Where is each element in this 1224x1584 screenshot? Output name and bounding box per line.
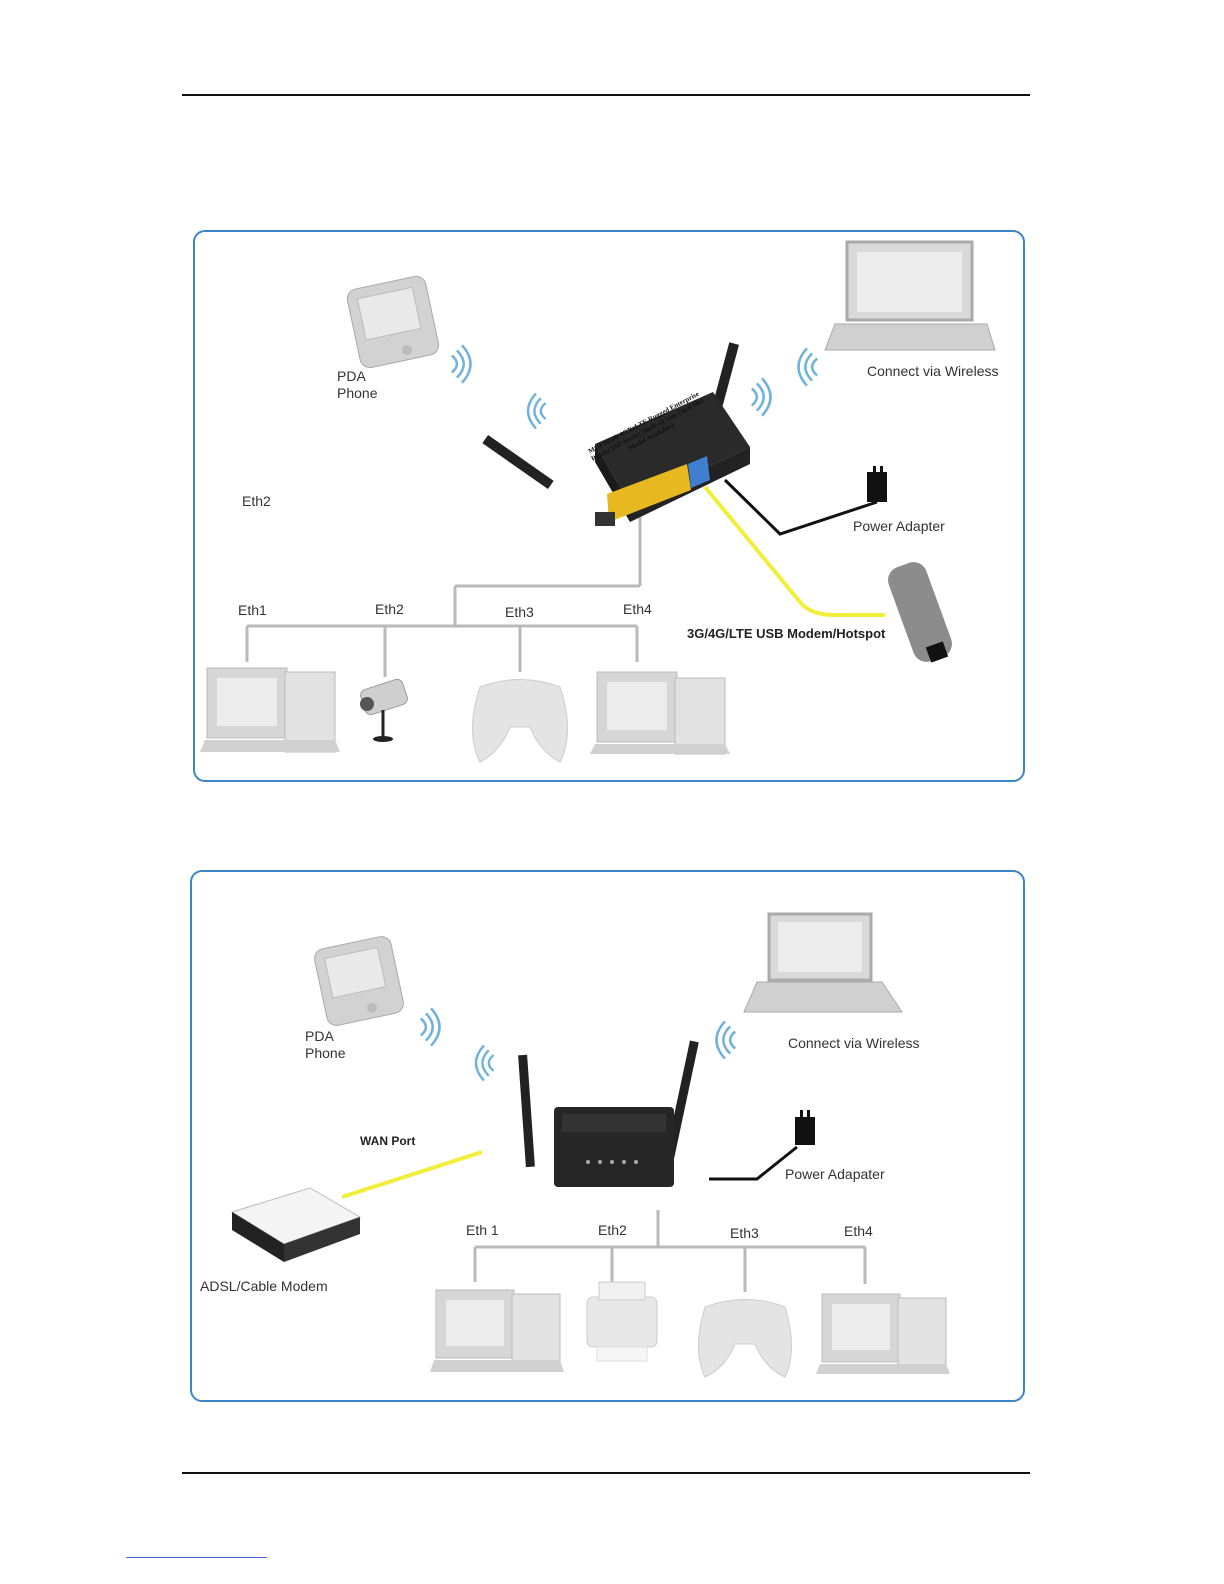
- power-adapter-label: Power Adapter: [853, 518, 945, 535]
- wireless-label: Connect via Wireless: [788, 1035, 920, 1052]
- eth4-label: Eth4: [623, 601, 652, 618]
- game-controller-icon: [473, 680, 568, 763]
- eth2-side-label: Eth2: [242, 493, 271, 510]
- usb-modem-icon: [884, 558, 956, 666]
- eth2-label: Eth2: [598, 1222, 627, 1239]
- laptop-icon: [825, 242, 995, 350]
- adsl-modem-label: ADSL/Cable Modem: [200, 1278, 328, 1295]
- usb-modem-label: 3G/4G/LTE USB Modem/Hotspot: [687, 625, 885, 642]
- pda-phone-icon: [346, 275, 441, 370]
- diagram-router-mode: PDA Phone Connect via Wireless WAN Port …: [190, 870, 1025, 1402]
- phone-label: Phone: [337, 385, 377, 402]
- printer-icon: [587, 1282, 657, 1361]
- power-adapter-label: Power Adapater: [785, 1166, 885, 1183]
- eth2-label: Eth2: [375, 601, 404, 618]
- wifi-signal-icon: [421, 1008, 440, 1045]
- eth3-label: Eth3: [730, 1225, 759, 1242]
- wifi-signal-icon: [799, 348, 818, 385]
- usb-cable: [705, 487, 885, 615]
- pda-label: PDA: [305, 1028, 334, 1045]
- power-adapter-icon: [867, 466, 887, 502]
- header-rule: [182, 94, 1030, 96]
- ethernet-lines: [475, 1210, 865, 1292]
- power-adapter-icon: [795, 1110, 815, 1145]
- desktop-computer-icon: [816, 1294, 950, 1374]
- wifi-signal-icon: [476, 1045, 494, 1080]
- eth4-label: Eth4: [844, 1223, 873, 1240]
- router-mofi4500: [518, 1041, 699, 1187]
- footer-link-underline[interactable]: [126, 1557, 267, 1558]
- footer-rule: [182, 1472, 1030, 1474]
- power-cable: [709, 1147, 797, 1179]
- eth1-label: Eth 1: [466, 1222, 499, 1239]
- ethernet-lines: [247, 517, 640, 677]
- wireless-label: Connect via Wireless: [867, 363, 999, 380]
- desktop-computer-icon: [590, 672, 730, 754]
- wifi-signal-icon: [452, 345, 471, 382]
- phone-label: Phone: [305, 1045, 345, 1062]
- eth3-label: Eth3: [505, 604, 534, 621]
- adsl-modem-icon: [232, 1188, 360, 1262]
- wifi-signal-icon: [752, 378, 771, 415]
- desktop-computer-icon: [430, 1290, 564, 1372]
- diagram-ap-mode: MOFI4500-4GXeLTE Rugged Enterprise Route…: [193, 230, 1025, 782]
- wifi-signal-icon: [528, 393, 546, 428]
- wan-port-label: WAN Port: [360, 1133, 415, 1150]
- game-controller-icon: [699, 1300, 792, 1378]
- wifi-signal-icon: [717, 1021, 736, 1058]
- desktop-computer-icon: [200, 668, 340, 752]
- laptop-icon: [744, 914, 902, 1012]
- eth1-label: Eth1: [238, 602, 267, 619]
- pda-label: PDA: [337, 368, 366, 385]
- pda-phone-icon: [313, 935, 406, 1028]
- ip-camera-icon: [359, 678, 409, 742]
- wan-cable: [342, 1152, 482, 1197]
